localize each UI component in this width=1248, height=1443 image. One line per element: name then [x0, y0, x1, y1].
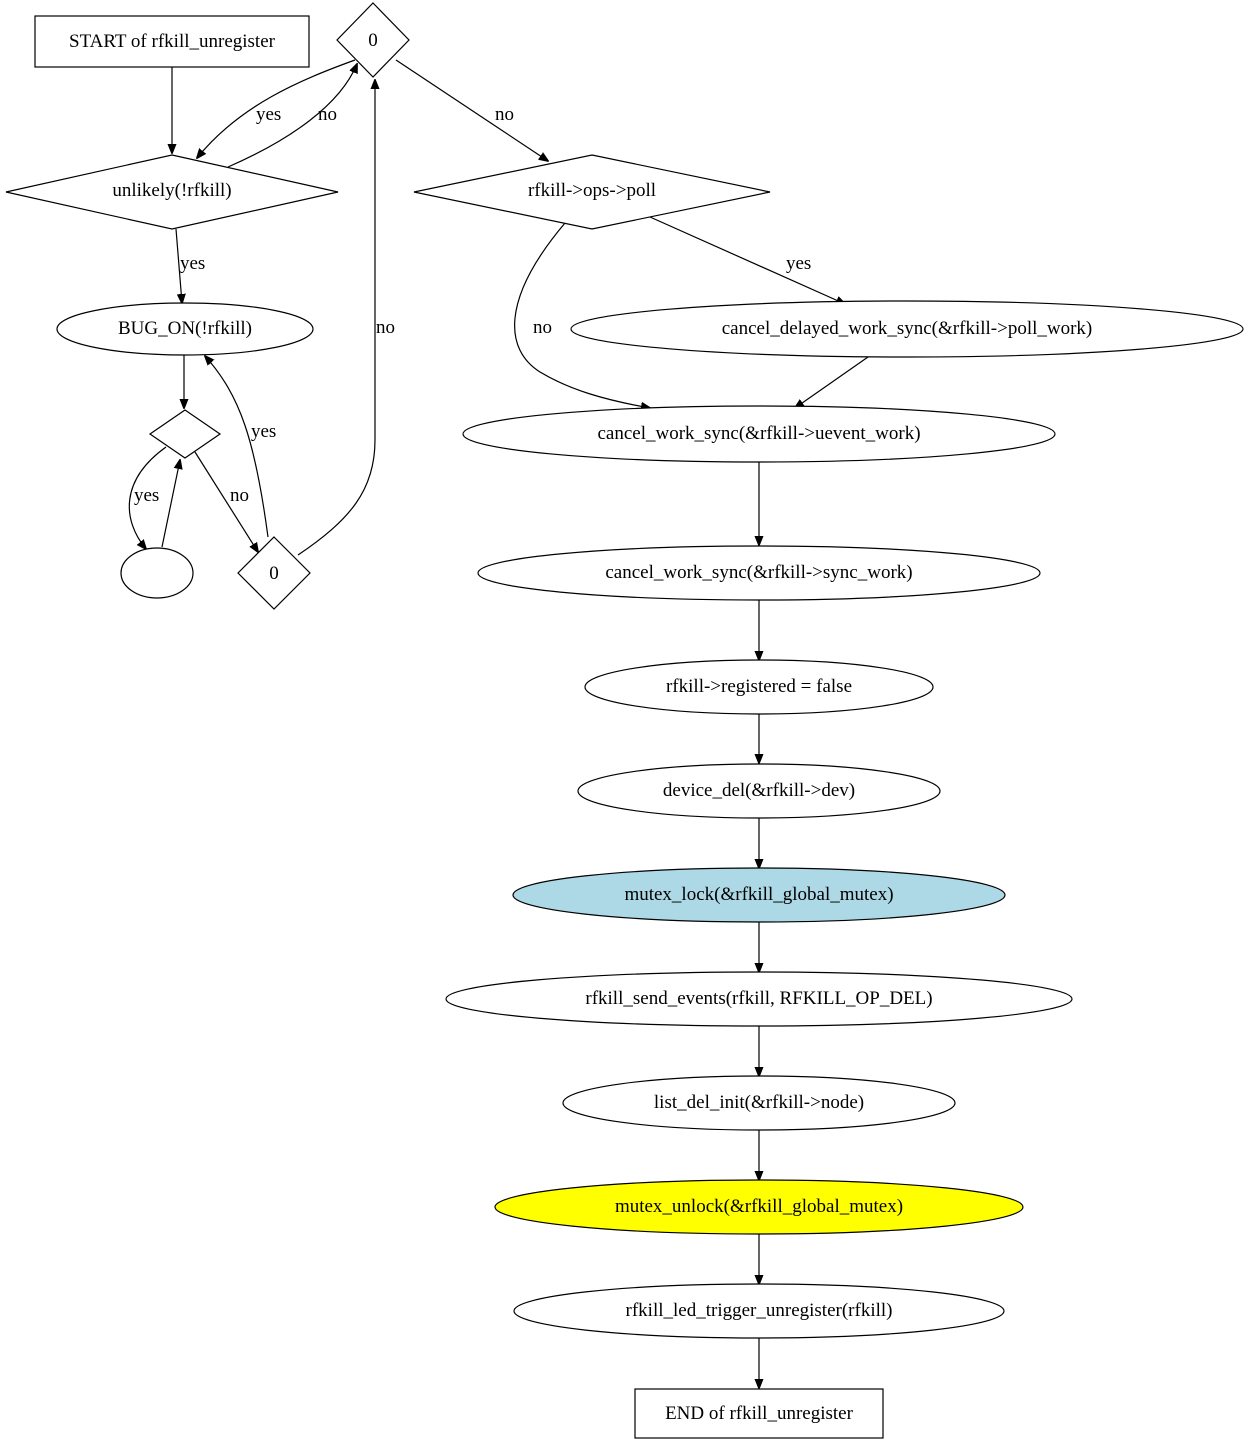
nodes: START of rfkill_unregister 0 unlikely(!r…: [5, 2, 1244, 1439]
node-start: START of rfkill_unregister: [34, 15, 310, 68]
node-decision-empty: [148, 409, 222, 459]
edge-top-to-unlikely: [197, 59, 356, 158]
label-poll-to-uevent-no: no: [533, 317, 552, 338]
node-led-trigger: rfkill_led_trigger_unregister(rfkill): [513, 1283, 1005, 1339]
node-device-del: device_del(&rfkill->dev): [577, 763, 941, 819]
node-cancel-uevent-label: cancel_work_sync(&rfkill->uevent_work): [597, 423, 920, 444]
edge-bottom-to-bugon: [205, 356, 269, 538]
edges: [128, 59, 869, 1388]
node-bug-on-label: BUG_ON(!rfkill): [118, 318, 252, 339]
node-cancel-sync: cancel_work_sync(&rfkill->sync_work): [477, 545, 1041, 601]
label-bottom-to-bugon-yes: yes: [251, 421, 276, 442]
node-mutex-unlock-label: mutex_unlock(&rfkill_global_mutex): [615, 1196, 903, 1217]
edge-unlikely-to-top: [227, 64, 357, 168]
node-unlikely: unlikely(!rfkill): [5, 154, 339, 230]
node-poll: rfkill->ops->poll: [413, 154, 771, 230]
node-unlikely-label: unlikely(!rfkill): [112, 180, 231, 201]
node-send-events-label: rfkill_send_events(rfkill, RFKILL_OP_DEL…: [585, 988, 932, 1009]
label-poll-to-delayed-yes: yes: [786, 253, 811, 274]
edge-dempty-to-bottom: [194, 451, 258, 552]
edge-eempty-to-dempty: [161, 460, 180, 548]
node-end-label: END of rfkill_unregister: [665, 1403, 854, 1424]
label-unlikely-to-bugon-yes: yes: [180, 253, 205, 274]
node-cancel-uevent: cancel_work_sync(&rfkill->uevent_work): [462, 405, 1056, 463]
node-led-trigger-label: rfkill_led_trigger_unregister(rfkill): [626, 1300, 893, 1321]
node-decision-bottom: 0: [237, 536, 311, 610]
edge-poll-to-uevent: [514, 222, 650, 408]
label-unlikely-to-top-no: no: [318, 104, 337, 125]
node-mutex-unlock: mutex_unlock(&rfkill_global_mutex): [494, 1179, 1024, 1235]
label-top-to-unlikely-yes: yes: [256, 104, 281, 125]
node-cancel-delayed-label: cancel_delayed_work_sync(&rfkill->poll_w…: [722, 318, 1093, 339]
label-dempty-to-bottom-no: no: [230, 485, 249, 506]
edge-poll-to-delayed: [649, 216, 845, 304]
node-decision-bottom-label: 0: [269, 563, 279, 584]
node-list-del: list_del_init(&rfkill->node): [562, 1075, 956, 1131]
label-dempty-to-eempty-yes: yes: [134, 485, 159, 506]
node-mutex-lock: mutex_lock(&rfkill_global_mutex): [512, 867, 1006, 923]
node-list-del-label: list_del_init(&rfkill->node): [654, 1092, 864, 1113]
edge-labels: yes no no yes yes no no yes yes no: [134, 104, 811, 506]
node-device-del-label: device_del(&rfkill->dev): [663, 780, 855, 801]
edge-top-to-poll: [395, 59, 548, 161]
node-start-label: START of rfkill_unregister: [69, 31, 276, 52]
node-bug-on: BUG_ON(!rfkill): [56, 302, 314, 356]
node-empty-ellipse: [120, 547, 194, 599]
node-registered: rfkill->registered = false: [584, 659, 934, 715]
node-decision-top: 0: [336, 2, 410, 78]
edge-delayed-to-uevent: [795, 356, 869, 408]
label-top-to-poll-no: no: [495, 104, 514, 125]
node-mutex-lock-label: mutex_lock(&rfkill_global_mutex): [624, 884, 893, 905]
node-decision-top-label: 0: [368, 30, 378, 51]
label-bottom-to-top-no: no: [376, 317, 395, 338]
node-cancel-delayed: cancel_delayed_work_sync(&rfkill->poll_w…: [570, 300, 1244, 358]
node-registered-label: rfkill->registered = false: [666, 676, 852, 697]
node-send-events: rfkill_send_events(rfkill, RFKILL_OP_DEL…: [445, 971, 1073, 1027]
edge-dempty-to-eempty: [128, 446, 167, 549]
node-end: END of rfkill_unregister: [634, 1388, 884, 1439]
node-cancel-sync-label: cancel_work_sync(&rfkill->sync_work): [605, 562, 912, 583]
edge-unlikely-to-bugon: [175, 228, 182, 303]
edge-bottom-to-top: [297, 80, 375, 556]
node-poll-label: rfkill->ops->poll: [528, 180, 656, 201]
